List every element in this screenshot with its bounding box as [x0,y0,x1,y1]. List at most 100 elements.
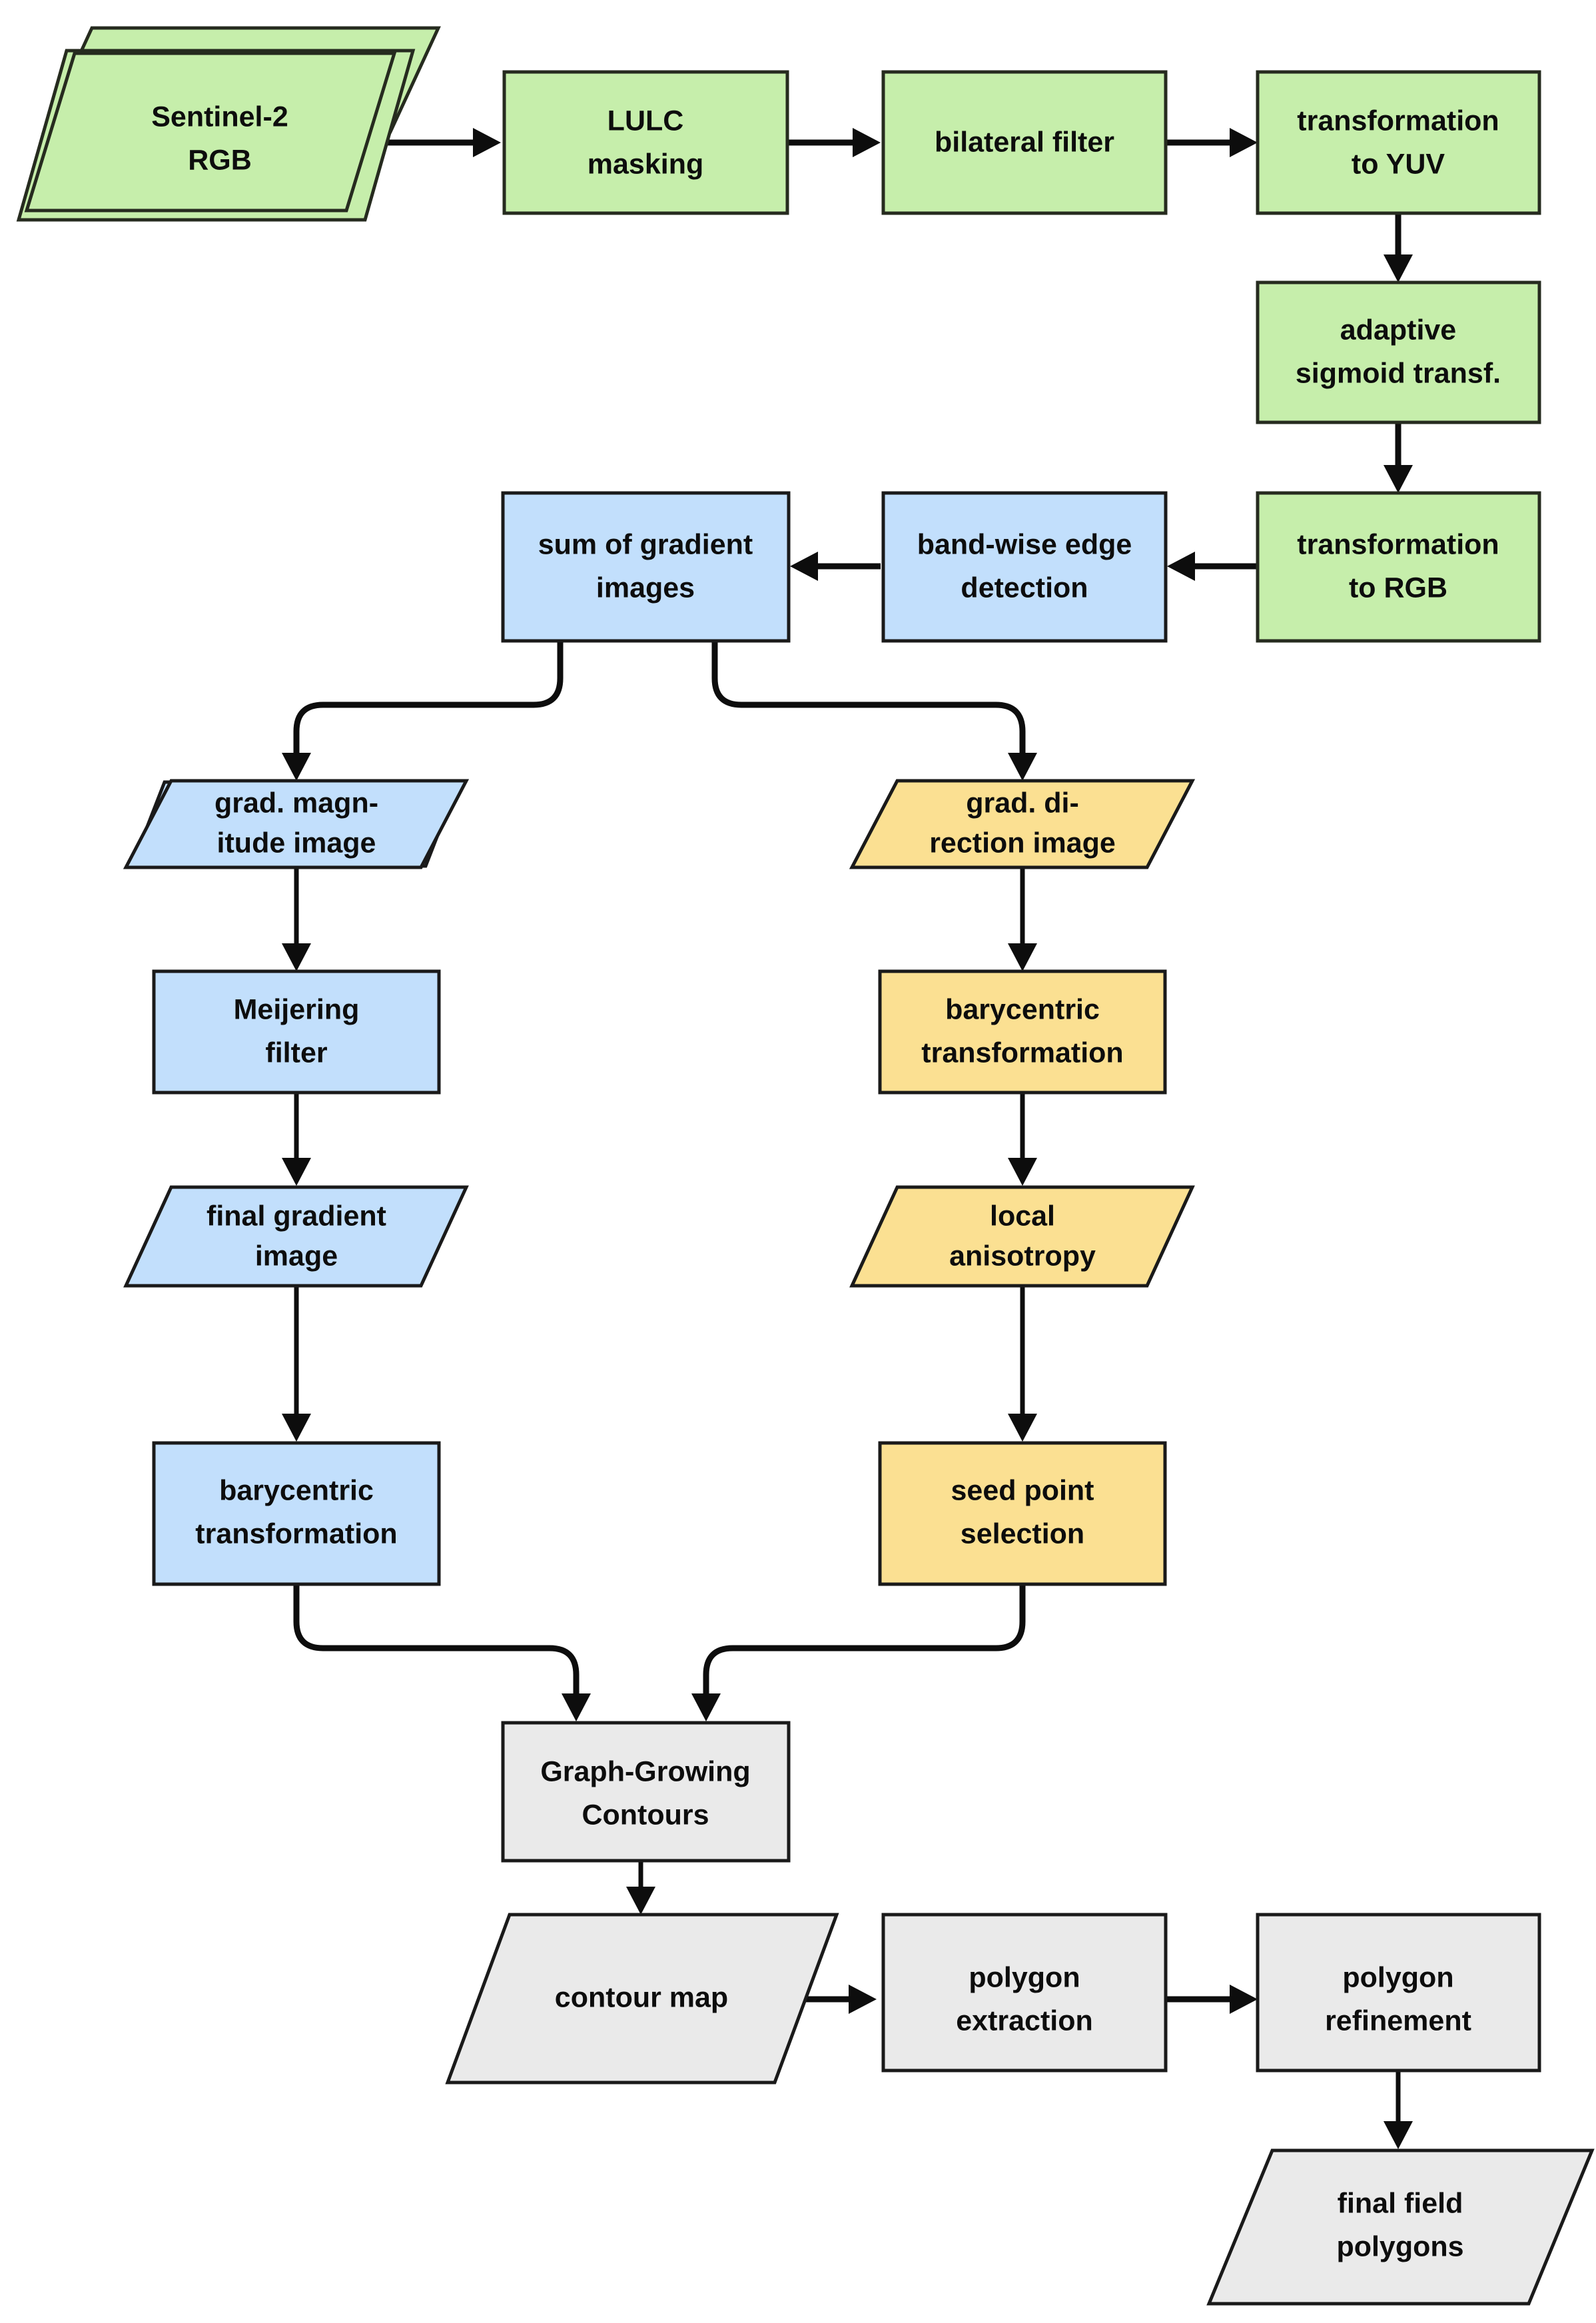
node-label-line-2: sigmoid transf. [1296,357,1501,389]
edge-layer [282,128,1413,2149]
node-label-line-2: rection image [929,827,1116,859]
seed-point-selection-box [878,1441,1167,1586]
edge-polygon-extraction-to-refinement [1166,1985,1258,2014]
edge-sentinel2-to-lulc [377,128,501,157]
node-label-line-1: barycentric [219,1474,374,1506]
node-local-anisotropy[interactable]: local anisotropy [849,1185,1195,1288]
barycentric-transformation-right-box [878,969,1167,1095]
node-label-line-1: band-wise edge [917,528,1132,560]
node-label-line-1: polygon [969,1961,1080,1993]
node-label-line-1: sum of gradient [538,528,753,560]
node-band-wise-edge-detection[interactable]: band-wise edge detection [881,491,1168,643]
barycentric-transformation-left-box [152,1441,441,1586]
node-polygon-refinement[interactable]: polygon refinement [1256,1913,1541,2073]
node-label-line-1: Sentinel-2 [151,101,288,133]
node-label-line-1: adaptive [1340,314,1456,346]
node-label-line-2: to RGB [1349,572,1447,604]
meijering-filter-box [152,969,441,1095]
contour-map-parallelogram [445,1913,839,2085]
edge-seed-point-to-graph-growing [691,1584,1026,1721]
edge-sum-to-grad-magnitude [282,640,564,781]
node-final-field-polygons[interactable]: final field polygons [1206,2148,1595,2306]
node-sum-of-gradient-images[interactable]: sum of gradient images [501,491,791,643]
adaptive-sigmoid-box [1256,280,1541,424]
edge-grad-magnitude-to-meijering [282,866,311,971]
edge-bilateral-to-yuv [1167,128,1258,157]
edge-sigmoid-to-rgb [1384,422,1413,493]
edge-grad-direction-to-barycentric [1008,866,1037,971]
node-bilateral-filter[interactable]: bilateral filter [881,70,1168,215]
sum-of-gradient-images-box [501,491,791,643]
node-label-line-2: masking [588,148,703,180]
node-label-line-2: extraction [956,2005,1093,2037]
local-anisotropy-parallelogram [849,1185,1195,1288]
edge-lulc-to-bilateral [789,128,881,157]
edge-edge-detect-to-sum [790,552,881,581]
node-polygon-extraction[interactable]: polygon extraction [881,1913,1168,2073]
node-label-line-2: RGB [188,144,252,176]
node-label-line-1: barycentric [945,993,1100,1025]
node-label-line-1: local [990,1200,1055,1232]
node-contour-map[interactable]: contour map [445,1913,839,2085]
node-final-gradient-image[interactable]: final gradient image [123,1185,469,1288]
edge-polygon-refinement-to-final-polygons [1384,2071,1413,2149]
band-wise-edge-detection-box [881,491,1168,643]
node-label-line-1: final field [1338,2187,1463,2219]
node-label-line-1: polygon [1342,1961,1453,1993]
node-label-line-2: detection [961,572,1088,604]
node-label-line-1: contour map [555,1981,728,2013]
node-transformation-to-yuv[interactable]: transformation to YUV [1256,70,1541,215]
node-gradient-magnitude-image[interactable]: grad. magn- itude image [123,779,470,869]
edge-graph-growing-to-contour-map [626,1861,655,1915]
edge-barycentric-to-anisotropy [1008,1093,1037,1186]
node-label-line-1: Meijering [234,993,360,1025]
node-label-line-1: grad. magn- [214,787,378,819]
node-label-line-1: seed point [951,1474,1094,1506]
node-seed-point-selection[interactable]: seed point selection [878,1441,1167,1586]
node-label-line-2: refinement [1325,2005,1471,2037]
node-label-line-2: itude image [217,827,376,859]
transformation-to-rgb-box [1256,491,1541,643]
lulc-masking-box [502,70,789,215]
node-barycentric-transformation-right[interactable]: barycentric transformation [878,969,1167,1095]
node-label-line-2: selection [961,1518,1084,1550]
transformation-to-yuv-box [1256,70,1541,215]
node-gradient-direction-image[interactable]: grad. di- rection image [849,779,1196,869]
node-label-line-2: polygons [1336,2230,1463,2262]
node-label-line-2: transformation [195,1518,397,1550]
edge-yuv-to-sigmoid [1384,213,1413,282]
gradient-magnitude-image-parallelogram [123,779,470,869]
edge-final-gradient-to-barycentric [282,1286,311,1442]
node-graph-growing-contours[interactable]: Graph-Growing Contours [501,1721,791,1863]
node-label-line-2: anisotropy [949,1240,1096,1272]
gradient-direction-image-parallelogram [849,779,1196,869]
bilateral-filter-box [881,70,1168,215]
node-barycentric-transformation-left[interactable]: barycentric transformation [152,1441,441,1586]
final-field-polygons-parallelogram [1206,2148,1595,2306]
edge-barycentric-left-to-graph-growing [293,1584,591,1721]
node-label-line-2: to YUV [1352,148,1445,180]
graph-growing-contours-box [501,1721,791,1863]
node-label-line-2: Contours [582,1799,709,1831]
node-sentinel2-rgb[interactable]: Sentinel-2 RGB [16,26,441,222]
node-label-line-1: LULC [607,105,684,137]
edge-anisotropy-to-seed-point [1008,1286,1037,1442]
node-label-line-1: final gradient [206,1200,386,1232]
final-gradient-image-parallelogram [123,1185,469,1288]
edge-rgb-to-edge-detect [1167,552,1258,581]
node-meijering-filter[interactable]: Meijering filter [152,969,441,1095]
node-label-line-2: transformation [921,1037,1123,1069]
node-transformation-to-rgb[interactable]: transformation to RGB [1256,491,1541,643]
node-label-line-1: transformation [1297,528,1499,560]
node-label-line-1: transformation [1297,105,1499,137]
node-label-line-1: Graph-Growing [540,1755,750,1787]
node-label-line-2: image [255,1240,338,1272]
node-label-line-1: bilateral filter [935,126,1114,158]
node-label-line-1: grad. di- [966,787,1079,819]
edge-meijering-to-final-gradient [282,1093,311,1186]
edge-sum-to-grad-direction [711,640,1037,781]
node-lulc-masking[interactable]: LULC masking [502,70,789,215]
node-adaptive-sigmoid-transform[interactable]: adaptive sigmoid transf. [1256,280,1541,424]
